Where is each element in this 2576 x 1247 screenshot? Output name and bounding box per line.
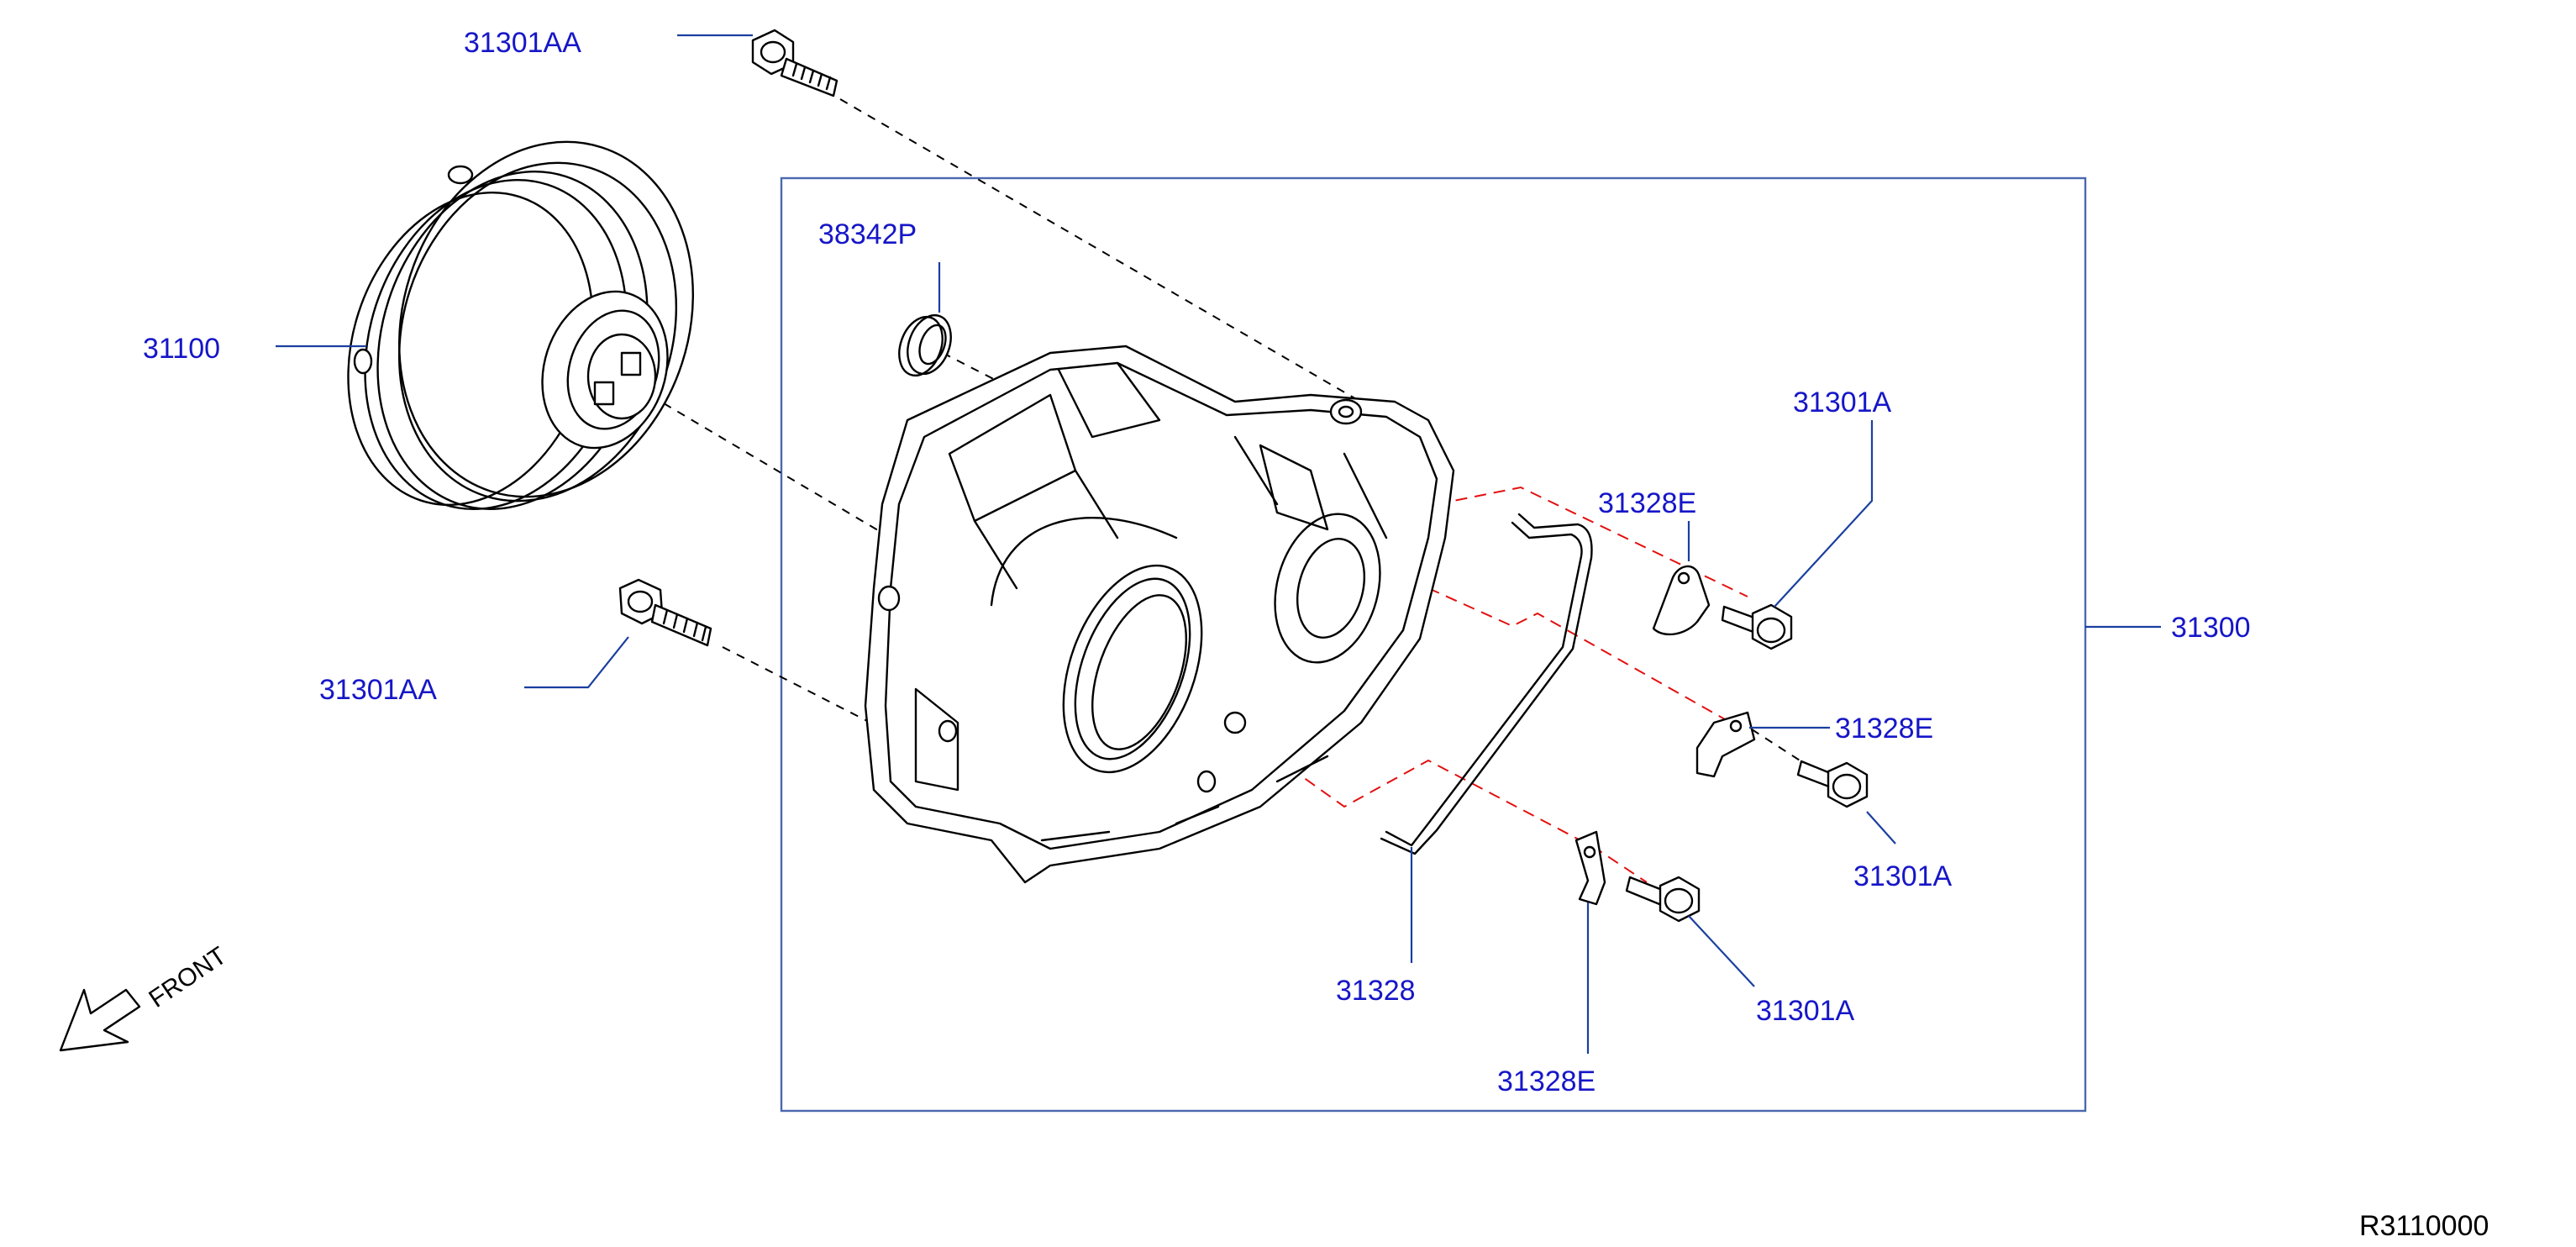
callout-31301a-top: 31301A (1793, 387, 1892, 418)
clip-e2 (1695, 711, 1756, 778)
clip-e3 (1575, 830, 1606, 906)
assembly-frame (780, 176, 2087, 1113)
bolt-top (751, 29, 839, 97)
leader-lines (276, 34, 2161, 1054)
callout-31301a-bottom: 31301A (1756, 995, 1855, 1027)
front-label: FRONT (144, 942, 231, 1013)
diagram-ref-code: R3110000 (2359, 1210, 2489, 1242)
clip-e1 (1652, 565, 1711, 636)
front-indicator: FRONT (59, 942, 232, 1052)
torque-converter (347, 140, 694, 510)
callout-31328e-middle: 31328E (1835, 713, 1933, 745)
bolt-a2 (1796, 760, 1869, 808)
callout-31328e-bottom: 31328E (1497, 1065, 1596, 1097)
front-arrow-icon (59, 988, 141, 1052)
bolt-a3 (1625, 876, 1701, 923)
oil-seal (898, 313, 952, 377)
bolt-left (618, 578, 712, 647)
callout-31328: 31328 (1336, 975, 1416, 1007)
alignment-lines (663, 98, 1807, 766)
callout-31301a-middle: 31301A (1853, 860, 1953, 892)
red-dashed-lines (1226, 486, 1748, 883)
callout-31300: 31300 (2171, 612, 2251, 644)
callout-38342p: 38342P (818, 218, 917, 250)
oil-tube (1380, 513, 1593, 855)
callout-31301aa-left: 31301AA (319, 674, 437, 706)
callout-31301aa-top: 31301AA (464, 27, 581, 59)
transmission-housing (864, 345, 1455, 884)
bolt-a1 (1721, 603, 1793, 650)
callout-31328e-top: 31328E (1598, 487, 1696, 519)
callout-31100: 31100 (143, 333, 220, 365)
